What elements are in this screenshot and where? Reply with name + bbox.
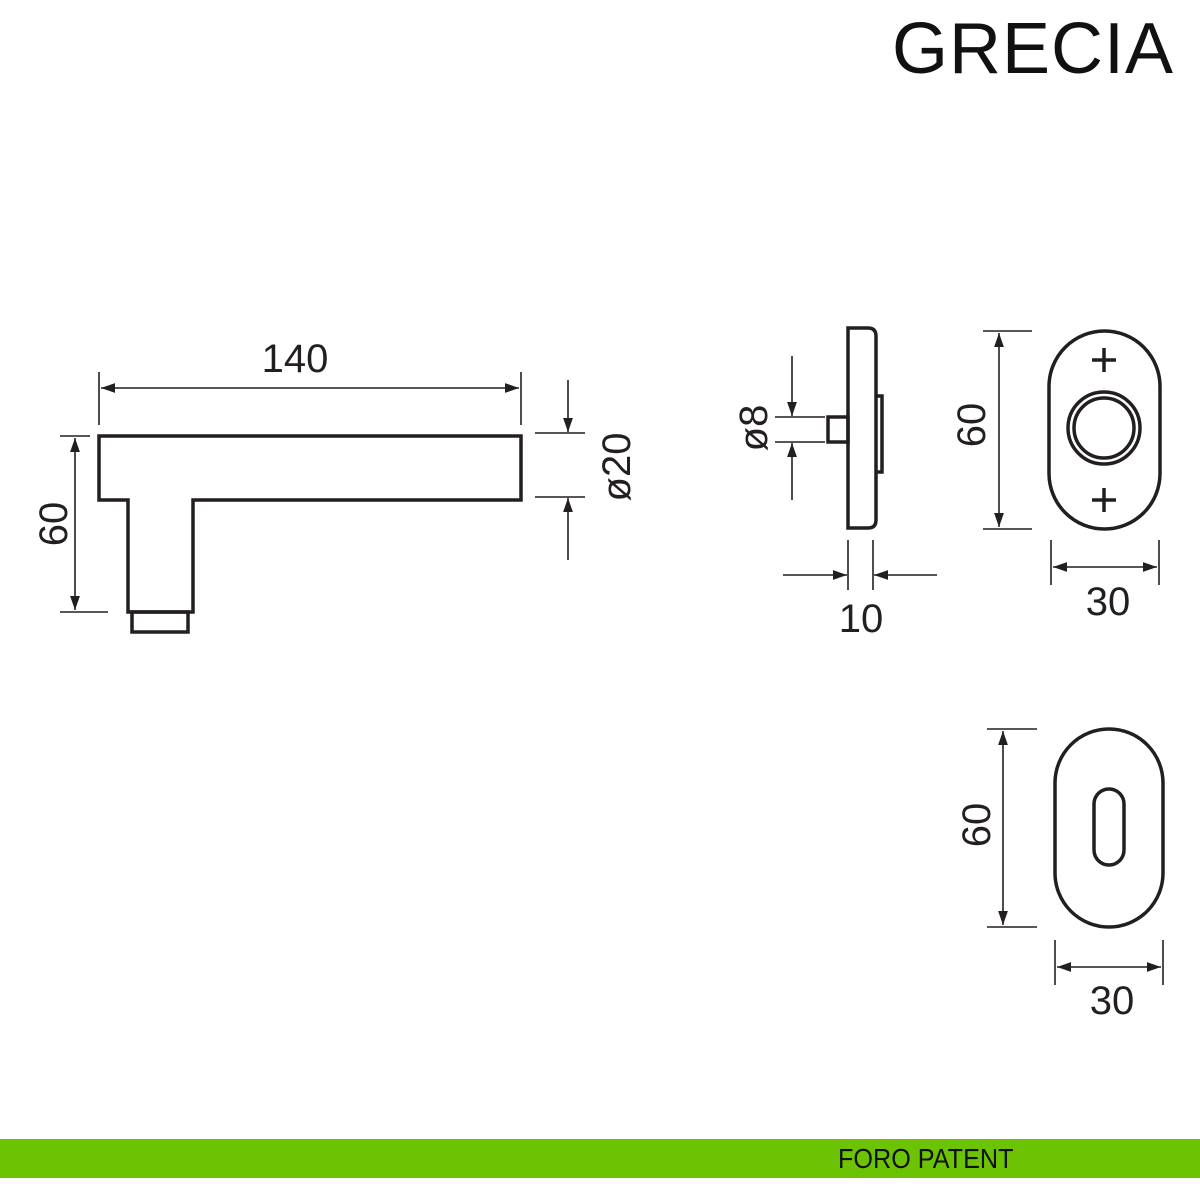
svg-text:ø8: ø8 <box>732 405 776 452</box>
screw-hole-bottom-icon <box>1092 488 1116 512</box>
rose-front-view <box>1047 329 1162 531</box>
svg-text:ø20: ø20 <box>595 433 639 502</box>
rose-side-view <box>826 326 884 530</box>
screw-hole-top-icon <box>1092 348 1116 372</box>
svg-text:10: 10 <box>839 597 884 641</box>
dimension-lever-height: 60 <box>32 435 108 613</box>
dimension-spindle-diameter: ø8 <box>732 356 825 500</box>
dimension-escutcheon-width: 30 <box>1054 940 1164 1023</box>
svg-text:60: 60 <box>955 803 999 848</box>
footer-label: FORO PATENT <box>838 1143 1014 1174</box>
dimension-rose-height: 60 <box>950 330 1032 530</box>
dimension-rose-thickness: 10 <box>783 540 937 641</box>
svg-text:60: 60 <box>32 502 76 547</box>
keyhole-icon <box>1092 787 1126 867</box>
dimension-lever-diameter: ø20 <box>535 380 639 560</box>
lever-handle <box>97 434 523 634</box>
dimension-lever-length: 140 <box>98 337 522 425</box>
svg-text:30: 30 <box>1090 979 1135 1023</box>
dimension-escutcheon-height: 60 <box>955 728 1037 928</box>
footer-bar: FORO PATENT <box>0 1139 1200 1178</box>
escutcheon-front-view <box>1053 727 1165 929</box>
dimension-rose-width: 30 <box>1050 540 1160 624</box>
svg-text:140: 140 <box>262 337 329 381</box>
svg-text:60: 60 <box>950 403 994 448</box>
svg-text:30: 30 <box>1086 580 1131 624</box>
product-title: GRECIA <box>891 9 1174 89</box>
